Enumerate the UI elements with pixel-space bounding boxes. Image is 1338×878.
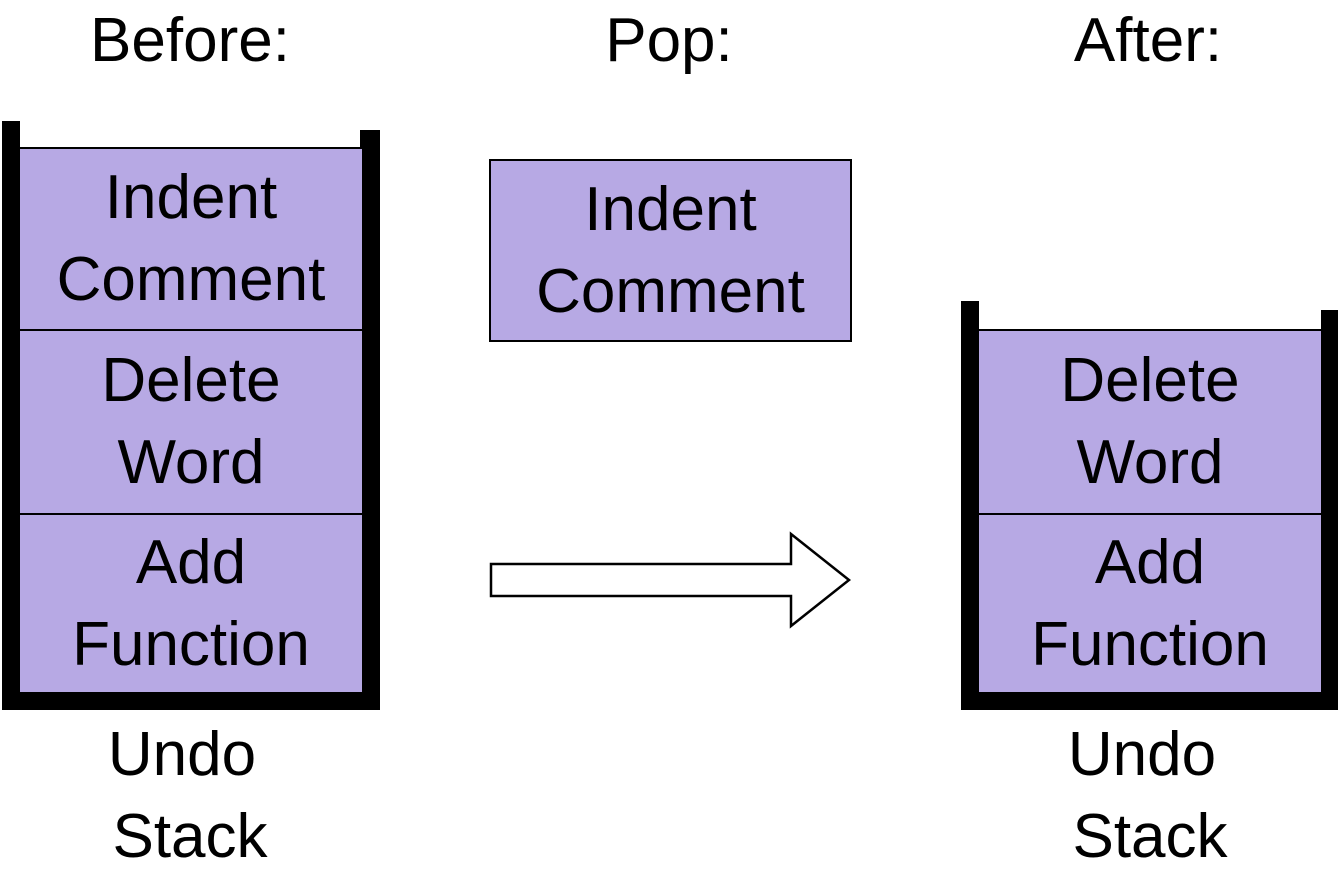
before-heading: Before: (90, 6, 290, 75)
after-stack-left-wall (961, 301, 979, 710)
before-stack-item-add-function: Add Function (18, 513, 364, 694)
pop-heading: Pop: (605, 6, 733, 75)
before-stack-floor (2, 692, 380, 710)
item-label-line1: Add (1094, 527, 1206, 597)
popped-item-indent-comment: Indent Comment (489, 159, 852, 342)
caption-line2: Stack (112, 802, 268, 871)
before-stack-item-delete-word: Delete Word (18, 329, 364, 515)
after-stack-floor (961, 692, 1338, 710)
after-stack-caption: Undo Stack (1000, 714, 1300, 878)
item-label-line2: Function (1031, 609, 1269, 679)
after-stack-right-wall (1321, 310, 1338, 710)
item-label-line1: Add (135, 527, 247, 597)
item-label-line1: Indent (104, 163, 278, 232)
right-arrow-icon (489, 531, 852, 629)
item-label-line2: Comment (56, 245, 326, 314)
before-stack-item-indent-comment: Indent Comment (18, 147, 364, 331)
item-label-line2: Word (1076, 428, 1224, 497)
caption-line1: Undo (1067, 720, 1217, 789)
before-stack-left-wall (2, 121, 20, 710)
item-label-line2: Word (117, 428, 265, 497)
before-stack-right-wall (360, 130, 380, 710)
before-stack-caption: Undo Stack (40, 714, 340, 878)
item-label-line1: Indent (584, 174, 757, 244)
after-heading: After: (1073, 6, 1223, 75)
caption-line2: Stack (1072, 802, 1228, 871)
after-stack-item-delete-word: Delete Word (977, 329, 1323, 515)
item-label-line1: Delete (101, 346, 281, 415)
item-label-line2: Comment (536, 256, 805, 326)
item-label-line1: Delete (1060, 346, 1240, 415)
item-label-line2: Function (72, 609, 310, 679)
caption-line1: Undo (107, 720, 257, 789)
after-stack-item-add-function: Add Function (977, 513, 1323, 694)
